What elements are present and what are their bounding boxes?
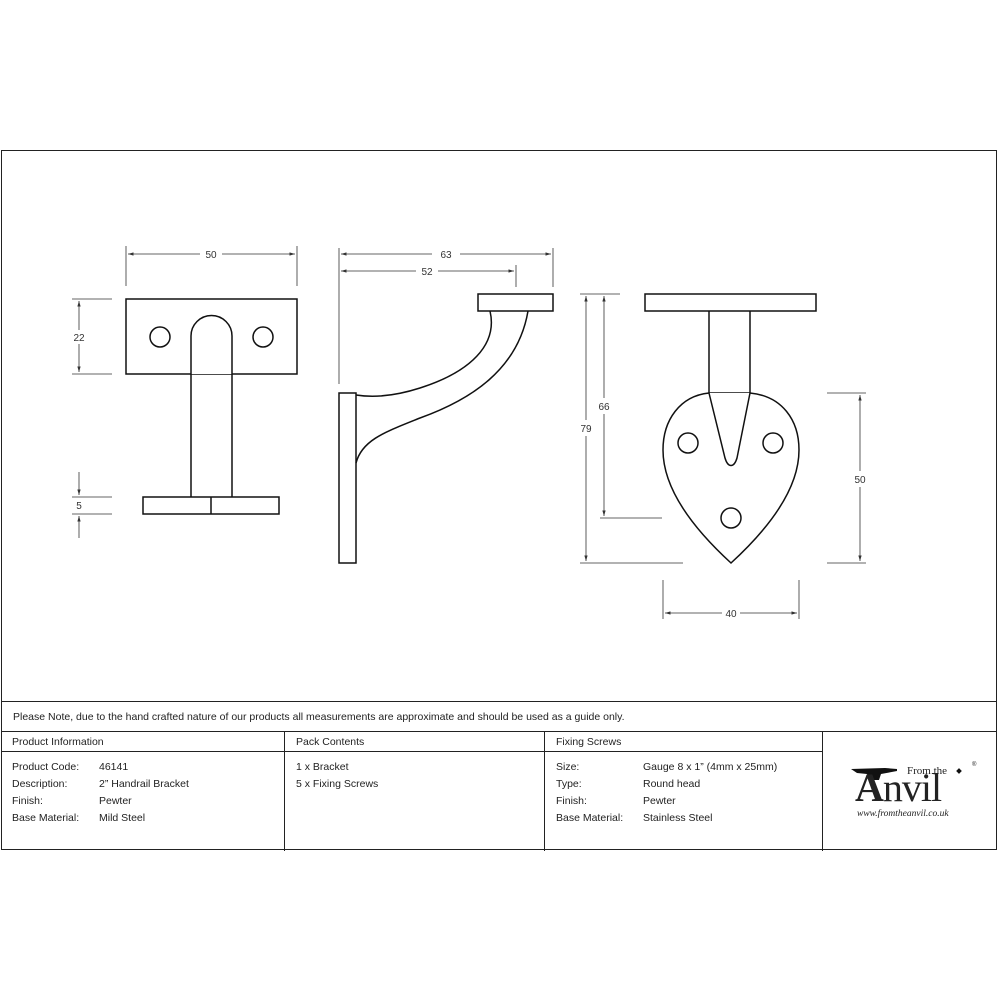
screw-hole <box>252 326 274 348</box>
logo-column: From the Anvil ® www.fromtheanvil.co.uk <box>823 732 997 851</box>
logo-diamond-icon <box>956 768 962 774</box>
dim-width-50: 50 <box>205 250 217 261</box>
pack-contents-column: Pack Contents 1 x Bracket 5 x Fixing Scr… <box>285 732 545 851</box>
field-value: Pewter <box>99 795 132 807</box>
side-view <box>338 293 554 564</box>
logo-url: www.fromtheanvil.co.uk <box>857 809 949 819</box>
field-label: Size: <box>556 761 580 773</box>
arm-lower-curve <box>355 310 529 464</box>
end-view-dimensions <box>580 293 866 619</box>
logo-from-the: From the <box>907 765 948 777</box>
rail-saddle-side <box>477 293 554 312</box>
dim-plate-height-50: 50 <box>854 475 866 486</box>
field-value: Pewter <box>643 795 676 807</box>
field-label: Finish: <box>556 795 587 807</box>
field-label: Base Material: <box>556 812 624 824</box>
screw-hole <box>762 432 784 454</box>
field-label: Base Material: <box>12 812 80 824</box>
anvil-icon <box>851 768 897 780</box>
from-the-anvil-logo: From the Anvil ® www.fromtheanvil.co.uk <box>851 762 981 822</box>
info-table: Product Information Product Code: 46141 … <box>1 731 997 851</box>
fixing-screws-heading: Fixing Screws <box>545 732 822 752</box>
field-value: 46141 <box>99 761 129 773</box>
product-code-row: Product Code: 46141 <box>12 759 284 776</box>
screw-type-row: Type: Round head <box>556 776 822 793</box>
side-view-dimensions <box>338 248 554 384</box>
field-label: Product Code: <box>12 761 80 773</box>
logo-wordmark: Anvil <box>855 765 942 810</box>
dim-centre-height-66: 66 <box>598 402 610 413</box>
pack-item: 5 x Fixing Screws <box>296 778 379 790</box>
screw-size-row: Size: Gauge 8 x 1” (4mm x 25mm) <box>556 759 822 776</box>
logo-initial: A <box>855 765 884 810</box>
screw-hole <box>149 326 171 348</box>
description-row: Description: 2” Handrail Bracket <box>12 776 284 793</box>
field-value: Mild Steel <box>99 812 146 824</box>
arm-stem-end <box>708 311 751 394</box>
front-view-dimensions <box>72 246 298 538</box>
dim-plate-height-22: 22 <box>73 333 85 344</box>
dim-overall-projection-63: 63 <box>440 250 452 261</box>
rail-saddle-end <box>644 293 817 312</box>
screw-base-material-row: Base Material: Stainless Steel <box>556 810 822 827</box>
wall-plate-side <box>338 392 357 564</box>
arm-tip <box>708 392 751 467</box>
fixing-screws-column: Fixing Screws Size: Gauge 8 x 1” (4mm x … <box>545 732 823 851</box>
field-value: Stainless Steel <box>643 812 713 824</box>
finish-row: Finish: Pewter <box>12 793 284 810</box>
field-label: Description: <box>12 778 68 790</box>
dim-centre-projection-52: 52 <box>421 267 433 278</box>
dim-base-thickness-5: 5 <box>76 501 82 512</box>
field-value: 2” Handrail Bracket <box>99 778 189 790</box>
logo-rest: nvil <box>882 765 942 810</box>
arm-upper-curve <box>355 310 493 398</box>
field-label: Type: <box>556 778 582 790</box>
field-value: Gauge 8 x 1” (4mm x 25mm) <box>643 761 778 773</box>
screw-finish-row: Finish: Pewter <box>556 793 822 810</box>
field-label: Finish: <box>12 795 43 807</box>
front-view <box>125 298 298 515</box>
pack-item: 1 x Bracket <box>296 761 349 773</box>
field-value: Round head <box>643 778 701 790</box>
measurement-disclaimer: Please Note, due to the hand crafted nat… <box>1 701 997 731</box>
heart-wall-plate <box>662 392 800 565</box>
dim-overall-height-79: 79 <box>580 424 592 435</box>
product-information-column: Product Information Product Code: 46141 … <box>1 732 285 851</box>
product-information-heading: Product Information <box>1 732 284 752</box>
base-material-row: Base Material: Mild Steel <box>12 810 284 827</box>
drawing-sheet-frame <box>1 150 997 850</box>
end-view <box>644 293 817 565</box>
dim-plate-width-40: 40 <box>725 609 737 620</box>
screw-hole <box>720 507 742 529</box>
registered-mark: ® <box>972 762 977 768</box>
pack-contents-heading: Pack Contents <box>285 732 544 752</box>
screw-hole <box>677 432 699 454</box>
arm-stem <box>190 314 233 374</box>
